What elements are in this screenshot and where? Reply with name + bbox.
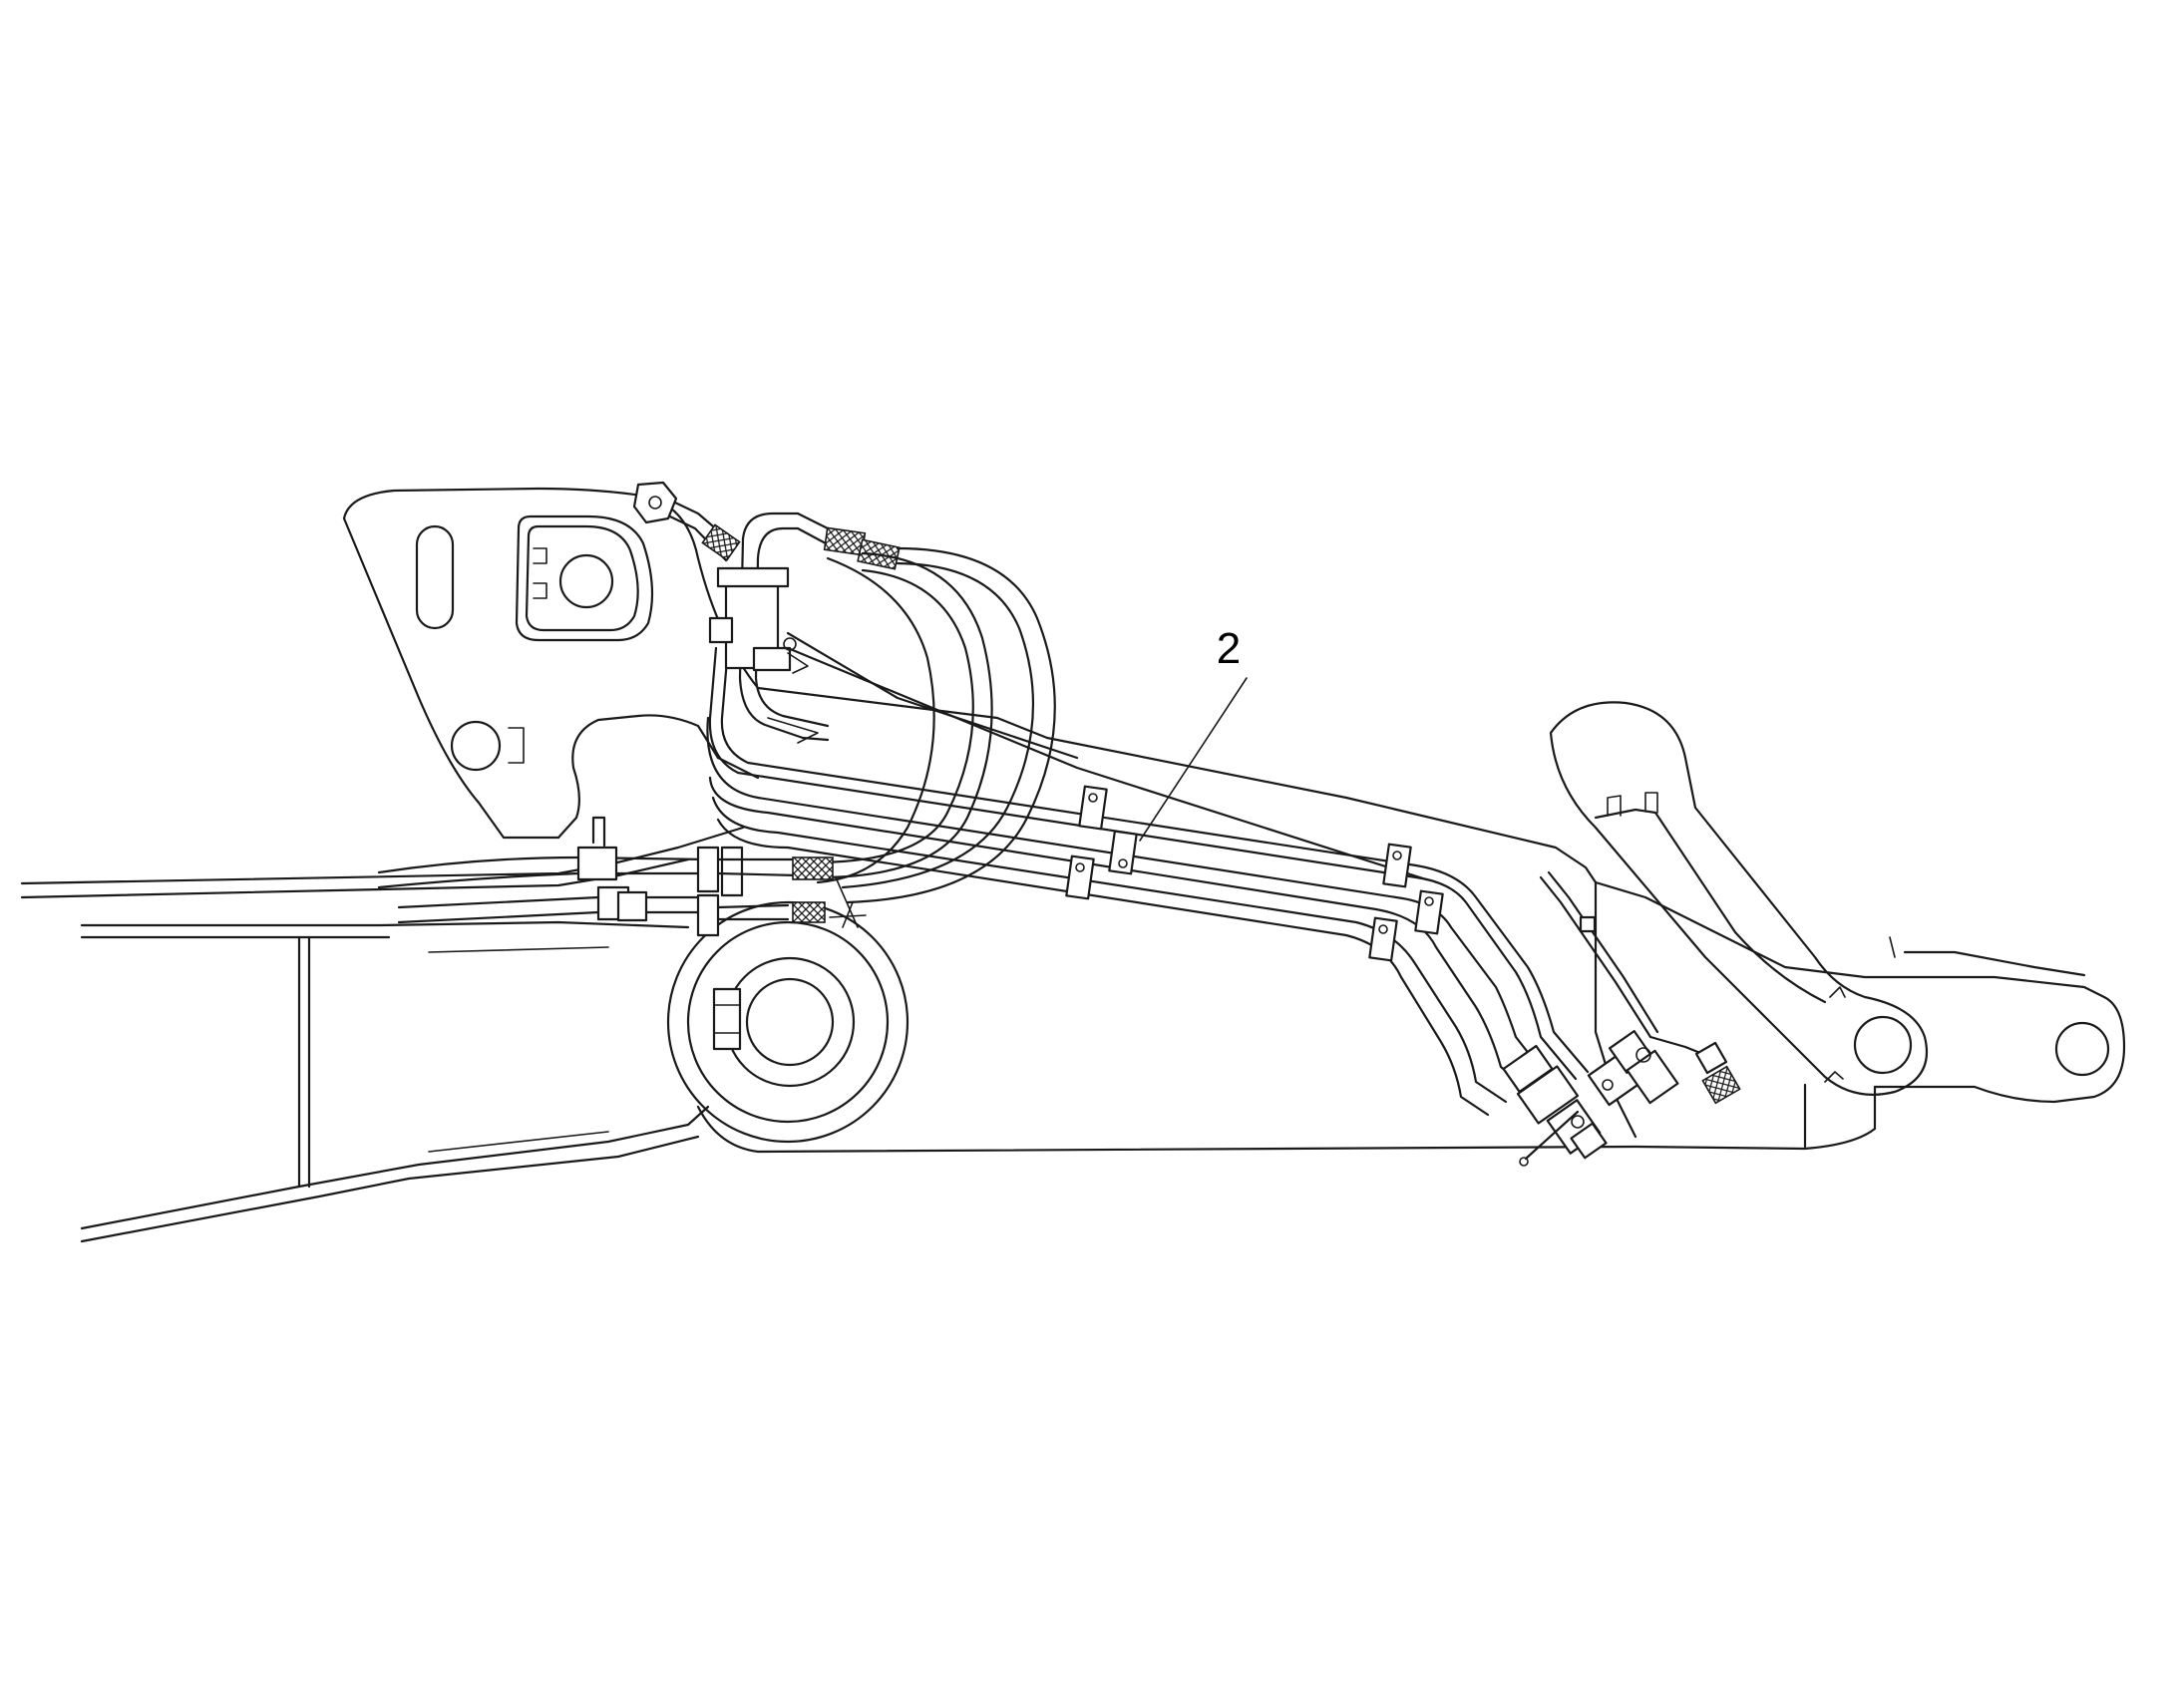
boom-body [20, 487, 2126, 1243]
callout-2: 2 [1139, 624, 1248, 842]
clamp [1382, 843, 1412, 888]
clamp [1368, 916, 1398, 962]
clamp [1078, 785, 1108, 831]
hose-group-upper [632, 481, 1056, 904]
lower-hose-fittings [377, 816, 867, 937]
tube-clamps [1065, 785, 1444, 962]
tube-bundle [706, 646, 1590, 1117]
lower-valve-cluster [1502, 870, 1741, 1167]
clamp [1065, 854, 1095, 900]
link-arm [1549, 701, 2110, 1096]
pivot-boss [666, 900, 909, 1144]
clamp [1108, 830, 1138, 875]
clamp [1414, 889, 1444, 935]
upper-valve-block [708, 566, 1428, 881]
leader-line [1139, 677, 1248, 842]
callout-label: 2 [1217, 624, 1241, 673]
